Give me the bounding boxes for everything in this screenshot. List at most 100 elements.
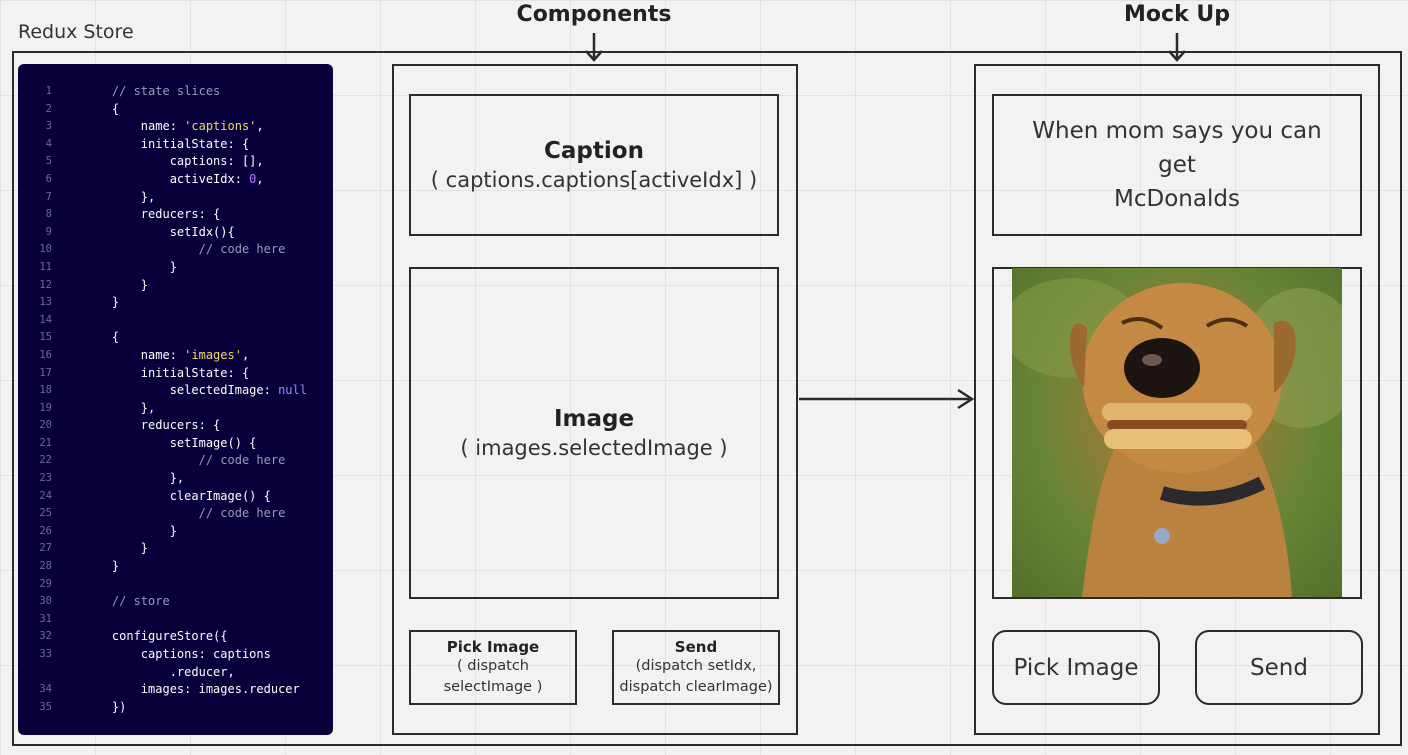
caption-component-title: Caption <box>544 138 644 164</box>
line-number: 19 <box>39 401 52 414</box>
code-token: initialState: { <box>83 365 250 380</box>
code-line: 17 initialState: { <box>18 365 333 383</box>
mockup-pick-image-button[interactable]: Pick Image <box>992 630 1160 705</box>
code-text: }, <box>83 400 155 418</box>
code-line: 4 initialState: { <box>18 136 333 154</box>
code-token: name: <box>83 347 185 362</box>
mockup-send-button[interactable]: Send <box>1195 630 1363 705</box>
line-number: 25 <box>39 507 52 520</box>
code-line: 35 }) <box>18 699 333 717</box>
code-text: } <box>83 259 177 277</box>
code-text: // state slices <box>83 83 220 101</box>
code-line: 12 } <box>18 277 333 295</box>
components-heading: Components <box>516 2 672 27</box>
pick-image-component-action-2: selectImage ) <box>443 678 543 695</box>
code-token: null <box>278 383 307 398</box>
line-number: 3 <box>45 120 52 133</box>
send-component-title: Send <box>674 637 718 656</box>
code-token: reducers: { <box>83 418 221 433</box>
code-line: 16 name: 'images', <box>18 347 333 365</box>
code-line: 27 } <box>18 540 333 558</box>
send-component-action-1: (dispatch setIdx, <box>635 657 757 674</box>
line-number: 12 <box>39 278 52 291</box>
code-line: 31 <box>18 611 333 629</box>
code-token: { <box>83 101 120 116</box>
code-token: } <box>83 259 177 274</box>
pick-image-component-title: Pick Image <box>446 637 540 656</box>
line-number: 18 <box>39 384 52 397</box>
code-text: // code here <box>83 241 286 259</box>
code-text: configureStore({ <box>83 628 228 646</box>
code-text: }) <box>83 699 126 717</box>
code-token: 0 <box>249 171 257 186</box>
code-text: setIdx(){ <box>83 224 235 242</box>
code-token: // code here <box>83 242 286 257</box>
code-line: 34 images: images.reducer <box>18 681 333 699</box>
code-text: setImage() { <box>83 435 257 453</box>
code-text: captions: captions <box>83 646 271 664</box>
line-number: 4 <box>45 137 52 150</box>
code-text: reducers: { <box>83 206 220 224</box>
code-token: } <box>83 277 149 292</box>
code-token: reducers: { <box>83 207 221 222</box>
code-token: } <box>83 541 149 556</box>
line-number: 20 <box>39 419 52 432</box>
code-token: } <box>83 523 177 538</box>
code-text: clearImage() { <box>83 488 271 506</box>
line-number: 14 <box>39 313 52 326</box>
code-line: 18 selectedImage: null <box>18 382 333 400</box>
pick-image-component-action-1: ( dispatch <box>457 657 529 674</box>
code-token: }, <box>83 471 185 486</box>
code-text: }, <box>83 189 155 207</box>
mockup-caption-line-1: When mom says you can get <box>1032 118 1322 178</box>
line-number: 31 <box>39 612 52 625</box>
code-line: 13 } <box>18 294 333 312</box>
code-line: 3 name: 'captions', <box>18 118 333 136</box>
code-token: setIdx(){ <box>83 224 235 239</box>
line-number: 11 <box>39 260 52 273</box>
code-token: selectedImage: <box>83 383 279 398</box>
image-component-title: Image <box>553 406 635 432</box>
code-line: 32 configureStore({ <box>18 628 333 646</box>
code-token: // state slices <box>83 84 221 98</box>
code-line: 8 reducers: { <box>18 206 333 224</box>
line-number: 34 <box>39 683 52 696</box>
line-number: 5 <box>45 155 52 168</box>
code-line: 7 }, <box>18 189 333 207</box>
code-token: captions: captions <box>83 647 271 661</box>
code-line: 1 // state slices <box>18 83 333 101</box>
line-number: 33 <box>39 648 52 660</box>
code-text: } <box>83 277 148 295</box>
line-number: 17 <box>39 366 52 379</box>
code-token: } <box>83 559 120 574</box>
line-number: 26 <box>39 524 52 537</box>
code-token: configureStore({ <box>83 629 228 644</box>
code-token: initialState: { <box>83 136 250 151</box>
line-number: 6 <box>45 172 52 185</box>
line-number <box>18 664 83 682</box>
line-number: 32 <box>39 630 52 643</box>
code-line: 21 setImage() { <box>18 435 333 453</box>
code-text: { <box>83 329 119 347</box>
code-text: } <box>83 558 119 576</box>
code-line: 20 reducers: { <box>18 417 333 435</box>
line-number: 21 <box>39 436 52 449</box>
code-text: // store <box>83 593 170 611</box>
dog-with-burger-photo <box>1012 268 1342 597</box>
code-token: }, <box>83 400 156 415</box>
code-line: 25 // code here <box>18 505 333 523</box>
code-text: // code here <box>83 505 286 523</box>
code-token: images: images.reducer <box>83 682 300 697</box>
image-component-binding: ( images.selectedImage ) <box>460 436 728 460</box>
send-component: Send (dispatch setIdx, dispatch clearIma… <box>612 630 780 705</box>
line-number: 15 <box>39 331 52 344</box>
code-text: // code here <box>83 452 286 470</box>
code-line: 23 }, <box>18 470 333 488</box>
code-token: , <box>241 347 250 362</box>
code-text: name: 'captions', <box>83 118 264 136</box>
code-line: 30 // store <box>18 593 333 611</box>
code-token: { <box>83 330 120 345</box>
dog-illustration <box>1012 268 1342 597</box>
code-token: .reducer, <box>83 664 235 679</box>
